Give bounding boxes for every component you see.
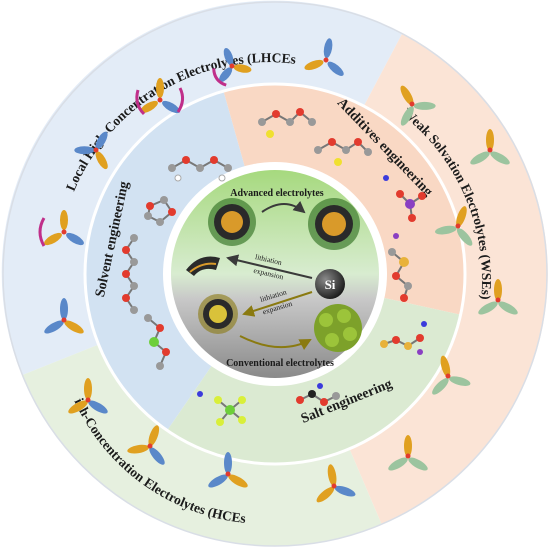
lhce-solvation-icon-3 [135,78,185,116]
lhce-solvation-icon-1 [304,38,344,76]
lithiation-arrow-top [226,254,313,279]
hce-solvation-icon-5 [316,464,356,503]
solvent-molecule-3 [122,234,138,314]
hce-solvation-icon-4 [208,452,248,488]
hce-solvation-icon-1 [44,298,84,334]
advanced-particle-after [308,198,360,250]
si-particle [315,269,345,299]
advanced-electrolytes-label: Advanced electrolytes [230,188,324,199]
shell-fragment [186,256,220,276]
salt-molecule-1 [197,391,246,426]
lhce-solvation-icon-5 [38,210,84,247]
conventional-particle-after [314,304,362,352]
salt-molecule-2 [296,383,340,406]
additive-molecule-2 [314,138,372,166]
lhce-solvation-icon-2 [212,48,252,87]
si-label: Si [325,277,336,292]
wse-solvation-icon-1 [400,85,436,126]
advanced-arrow [261,200,306,214]
wse-solvation-icon-2 [470,129,510,165]
wse-solvation-icon-3 [435,206,473,246]
wse-solvation-icon-4 [478,279,518,315]
solvent-molecule-2 [144,196,176,226]
additive-molecule-4 [388,233,412,302]
conventional-particle-before [198,294,238,334]
advanced-particle-before [208,198,256,246]
solvent-molecule-4 [144,314,170,370]
conventional-arrow [239,335,312,350]
salt-molecule-3 [380,321,427,355]
wse-solvation-icon-6 [388,435,428,471]
lithiation-arrow-bottom [242,291,313,317]
additive-molecule-3 [383,175,426,222]
lhce-solvation-icon-4 [74,131,108,170]
additive-molecule-1 [258,108,316,138]
hce-solvation-icon-3 [127,425,165,465]
solvent-molecule-1 [168,156,232,182]
hce-solvation-icon-2 [68,378,108,414]
wse-solvation-icon-5 [432,355,471,395]
conventional-electrolytes-label: Conventional electrolytes [226,358,334,369]
